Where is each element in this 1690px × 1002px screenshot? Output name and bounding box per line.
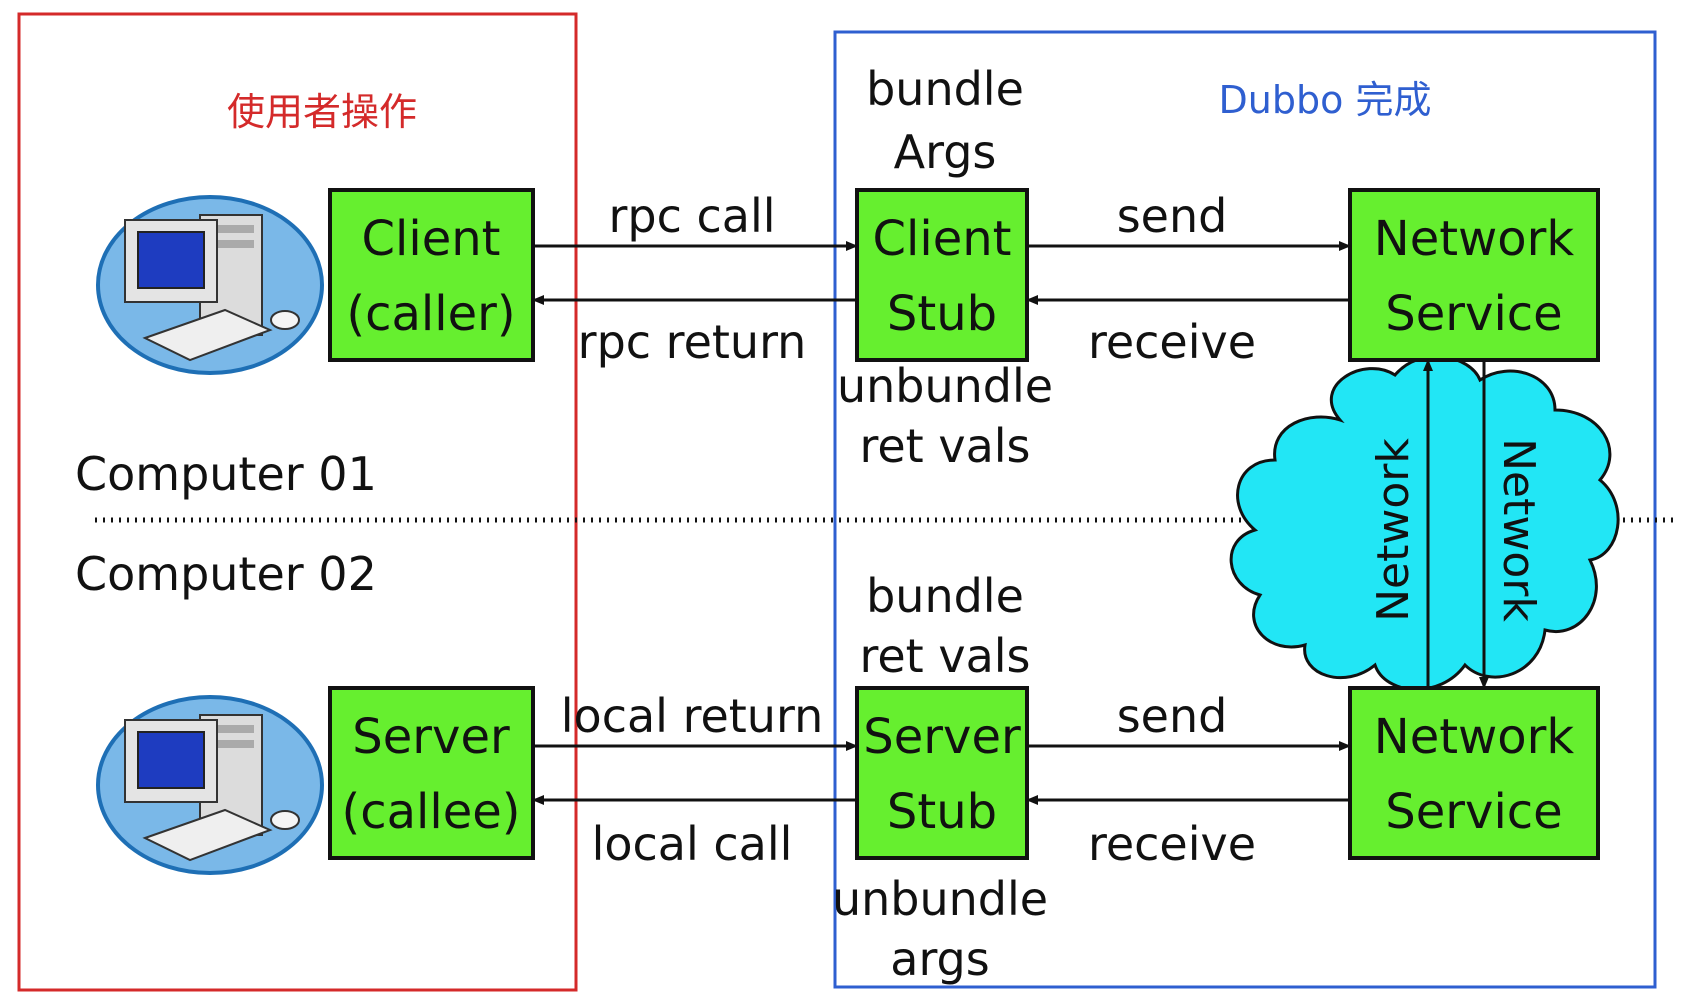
network-cloud-icon [1229, 355, 1620, 691]
unbundle-ret-vals-line2: ret vals [859, 419, 1030, 473]
computer-01-label: Computer 01 [75, 447, 377, 501]
user-operation-region [17, 12, 578, 992]
receive-top-label: receive [1088, 315, 1256, 369]
network-up-label: Network [1368, 438, 1419, 622]
receive-bottom-label: receive [1088, 817, 1256, 871]
rpc-call-label: rpc call [608, 189, 775, 243]
local-call-label: local call [592, 817, 793, 871]
bundle-args-line2: Args [894, 125, 997, 179]
server-stub-node: Server Stub [855, 686, 1029, 860]
unbundle-args-line2: args [890, 932, 989, 986]
server-node-line2: (callee) [342, 784, 521, 840]
server-stub-line2: Stub [887, 784, 997, 840]
bundle-args-line1: bundle [866, 62, 1024, 116]
desktop-computer-icon [96, 695, 324, 875]
dubbo-label: Dubbo 完成 [1219, 78, 1432, 122]
bundle-ret-vals-line2: ret vals [859, 629, 1030, 683]
network-service-bottom-line1: Network [1374, 709, 1575, 765]
network-service-bottom-line2: Service [1385, 784, 1562, 840]
server-stub-line1: Server [863, 709, 1021, 765]
client-node-line1: Client [362, 211, 501, 267]
client-stub-node: Client Stub [855, 188, 1029, 362]
network-service-bottom-node: Network Service [1348, 686, 1600, 860]
send-top-label: send [1117, 189, 1228, 243]
server-node-line1: Server [352, 709, 510, 765]
unbundle-args-line1: unbundle [832, 872, 1048, 926]
send-bottom-label: send [1117, 689, 1228, 743]
network-service-top-line2: Service [1385, 286, 1562, 342]
server-node: Server (callee) [328, 686, 535, 860]
local-return-label: local return [561, 689, 823, 743]
user-operation-label: 使用者操作 [227, 90, 417, 134]
network-down-label: Network [1493, 438, 1544, 622]
computer-02-label: Computer 02 [75, 547, 377, 601]
desktop-computer-icon [96, 195, 324, 375]
client-stub-line2: Stub [887, 286, 997, 342]
rpc-return-label: rpc return [578, 315, 807, 369]
client-stub-line1: Client [873, 211, 1012, 267]
network-service-top-node: Network Service [1348, 188, 1600, 362]
network-service-top-line1: Network [1374, 211, 1575, 267]
client-node-line2: (caller) [346, 286, 515, 342]
bundle-ret-vals-line1: bundle [866, 569, 1024, 623]
client-node: Client (caller) [328, 188, 535, 362]
dubbo-region [833, 30, 1657, 989]
unbundle-ret-vals-line1: unbundle [837, 359, 1053, 413]
